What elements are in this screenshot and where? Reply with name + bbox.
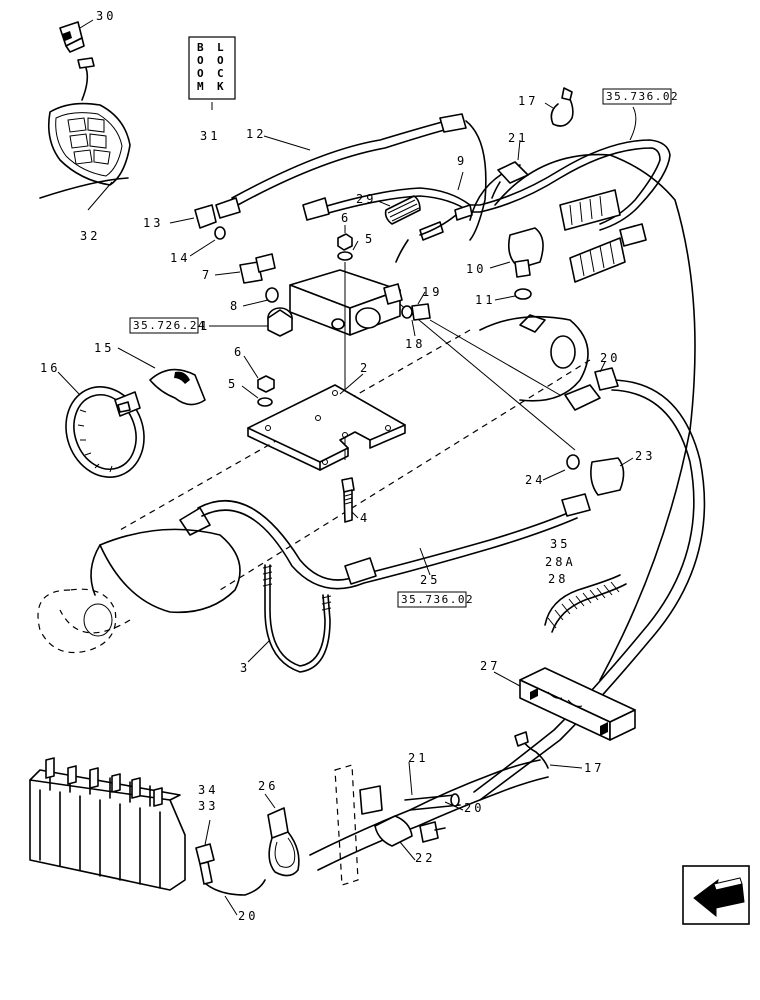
callout-26: 26 xyxy=(258,779,278,793)
rubber-pad-15 xyxy=(149,368,206,406)
callout-21-bottom: 21 xyxy=(408,751,428,765)
bracket-27 xyxy=(519,667,636,741)
connector-wire-20 xyxy=(195,843,266,896)
callout-28a: 28A xyxy=(545,555,576,569)
decal-letter: B xyxy=(197,41,204,54)
decal-letter: O xyxy=(197,54,204,67)
frame-mount xyxy=(309,731,549,886)
callout-33: 33 xyxy=(198,799,218,813)
callout-10: 10 xyxy=(466,262,486,276)
callout-11: 11 xyxy=(475,293,495,307)
callout-28: 28 xyxy=(548,572,568,586)
quick-couplers xyxy=(559,189,626,283)
callout-3: 3 xyxy=(240,661,250,675)
decal-letter: K xyxy=(217,80,224,93)
decal-letter: L xyxy=(217,41,224,54)
reference-box-valve[interactable]: 35.726.24 xyxy=(129,317,206,334)
callout-32: 32 xyxy=(80,229,100,243)
callout-8: 8 xyxy=(230,299,240,313)
callout-35: 35 xyxy=(550,537,570,551)
callout-labels: 30 32 31 12 9 21 17 13 14 7 8 6 5 29 10 … xyxy=(40,9,655,923)
callout-12: 12 xyxy=(246,127,266,141)
callout-9: 9 xyxy=(457,154,467,168)
callout-20-mid: 20 xyxy=(464,801,484,815)
nut-washer-left xyxy=(257,375,275,407)
callout-23: 23 xyxy=(635,449,655,463)
leader-lines xyxy=(57,19,637,916)
callout-16: 16 xyxy=(40,361,60,375)
callout-24: 24 xyxy=(525,473,545,487)
callout-20-bottom: 20 xyxy=(238,909,258,923)
valve-block xyxy=(267,204,473,460)
callout-21-top: 21 xyxy=(508,131,528,145)
reference-box-hose[interactable]: 35.736.02 xyxy=(397,591,474,608)
callout-5-top: 5 xyxy=(365,232,375,246)
bolt-4 xyxy=(341,477,355,523)
decal-letter: O xyxy=(217,54,224,67)
callout-27: 27 xyxy=(480,659,500,673)
reference-box-top[interactable]: 35.736.02 xyxy=(602,88,679,105)
protective-sleeve xyxy=(491,161,529,199)
callout-14: 14 xyxy=(170,251,190,265)
mounting-plate xyxy=(247,384,406,471)
callout-30: 30 xyxy=(96,9,116,23)
switch-panel-32 xyxy=(47,102,131,186)
solenoid-valve-bank xyxy=(29,757,186,891)
reference-link-valve[interactable]: 35.726.24 xyxy=(133,319,206,332)
callout-6-left: 6 xyxy=(234,345,244,359)
callout-2: 2 xyxy=(360,361,370,375)
callout-22: 22 xyxy=(415,851,435,865)
back-arrow-icon xyxy=(693,877,745,918)
decal-letter: C xyxy=(217,67,224,80)
rocker-switch xyxy=(59,21,95,101)
callout-34: 34 xyxy=(198,783,218,797)
callout-17-bottom: 17 xyxy=(584,761,604,775)
callout-29: 29 xyxy=(356,192,376,206)
callout-20-right: 20 xyxy=(600,351,620,365)
boom-cylinder xyxy=(37,314,591,654)
cable-tie-26 xyxy=(267,807,300,877)
callout-19: 19 xyxy=(422,285,442,299)
reference-link-top[interactable]: 35.736.02 xyxy=(606,90,679,103)
decal-letter: M xyxy=(197,80,204,93)
callout-17-top: 17 xyxy=(518,94,538,108)
callout-13: 13 xyxy=(143,216,163,230)
spring-29 xyxy=(384,195,421,225)
strap-3 xyxy=(262,564,332,673)
callout-6-top: 6 xyxy=(341,211,351,225)
callout-18: 18 xyxy=(405,337,425,351)
reference-link-hose[interactable]: 35.736.02 xyxy=(401,593,474,606)
callout-31: 31 xyxy=(200,129,220,143)
callout-5-left: 5 xyxy=(228,377,238,391)
hydraulic-hoses xyxy=(197,113,706,801)
fittings xyxy=(194,197,647,585)
callout-25: 25 xyxy=(420,573,440,587)
callout-15: 15 xyxy=(94,341,114,355)
spring-28 xyxy=(544,574,627,633)
decal-letter: O xyxy=(197,67,204,80)
callout-1: 1 xyxy=(200,319,210,333)
back-navigation-button[interactable] xyxy=(682,865,750,925)
callout-4: 4 xyxy=(360,511,370,525)
cable-tie-17 xyxy=(550,87,574,127)
boom-lock-decal: B O O M L O C K xyxy=(188,36,236,100)
callout-7: 7 xyxy=(202,268,212,282)
hose-clamp-16 xyxy=(65,386,145,478)
